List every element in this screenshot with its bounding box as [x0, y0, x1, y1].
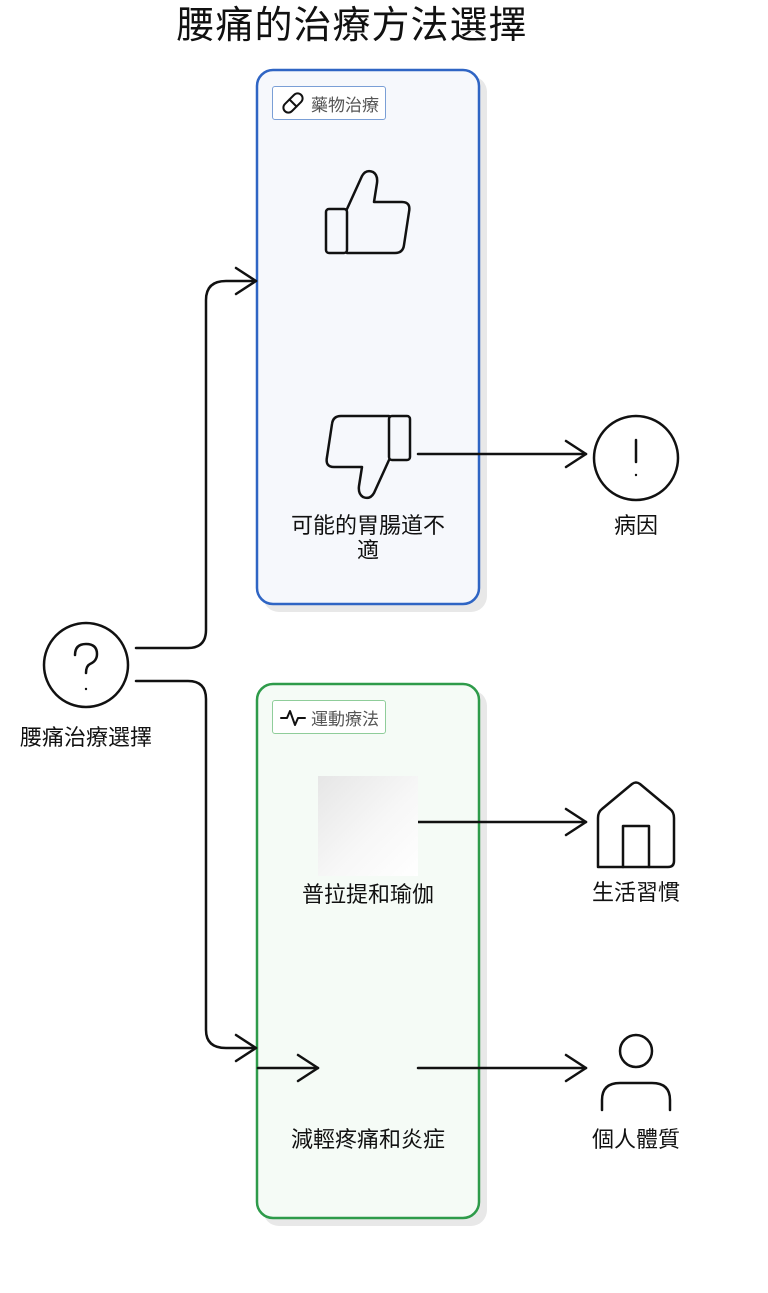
page-title: 腰痛的治療方法選擇	[176, 3, 528, 47]
pilates-node-label: 普拉提和瑜伽	[301, 883, 434, 908]
arrowhead	[564, 1053, 588, 1083]
arrowhead	[296, 1053, 320, 1083]
thumbs-down-icon	[325, 414, 412, 500]
arrowhead	[564, 439, 588, 469]
exercise-group-label: 運動療法	[272, 700, 386, 734]
medication-group-text: 藥物治療	[311, 95, 379, 116]
thumbs-up-icon	[324, 169, 411, 255]
home-icon	[596, 781, 676, 869]
habits-node-label: 生活習慣	[591, 881, 680, 906]
relief-node-label: 減輕疼痛和炎症	[290, 1128, 445, 1153]
activity-icon	[279, 703, 307, 731]
exercise-group-text: 運動療法	[311, 709, 379, 730]
pilates-image	[318, 776, 418, 876]
question-icon	[42, 621, 130, 709]
exclamation-icon	[592, 414, 680, 502]
arrowhead	[234, 1033, 258, 1063]
choice-node-label: 腰痛治療選擇	[19, 726, 152, 751]
edge-choice-to-exercise	[134, 679, 258, 1050]
cause-node-label: 病因	[613, 514, 658, 539]
arrowhead	[234, 266, 258, 296]
constitution-node-label: 個人體質	[591, 1128, 680, 1153]
cons-node-label: 可能的胃腸道不適	[290, 514, 445, 564]
medication-group-label: 藥物治療	[272, 86, 386, 120]
arrowhead	[564, 807, 588, 837]
medication-group	[255, 68, 487, 612]
pill-icon	[279, 89, 307, 117]
user-icon	[600, 1033, 672, 1112]
edge-choice-to-medication	[134, 279, 258, 650]
